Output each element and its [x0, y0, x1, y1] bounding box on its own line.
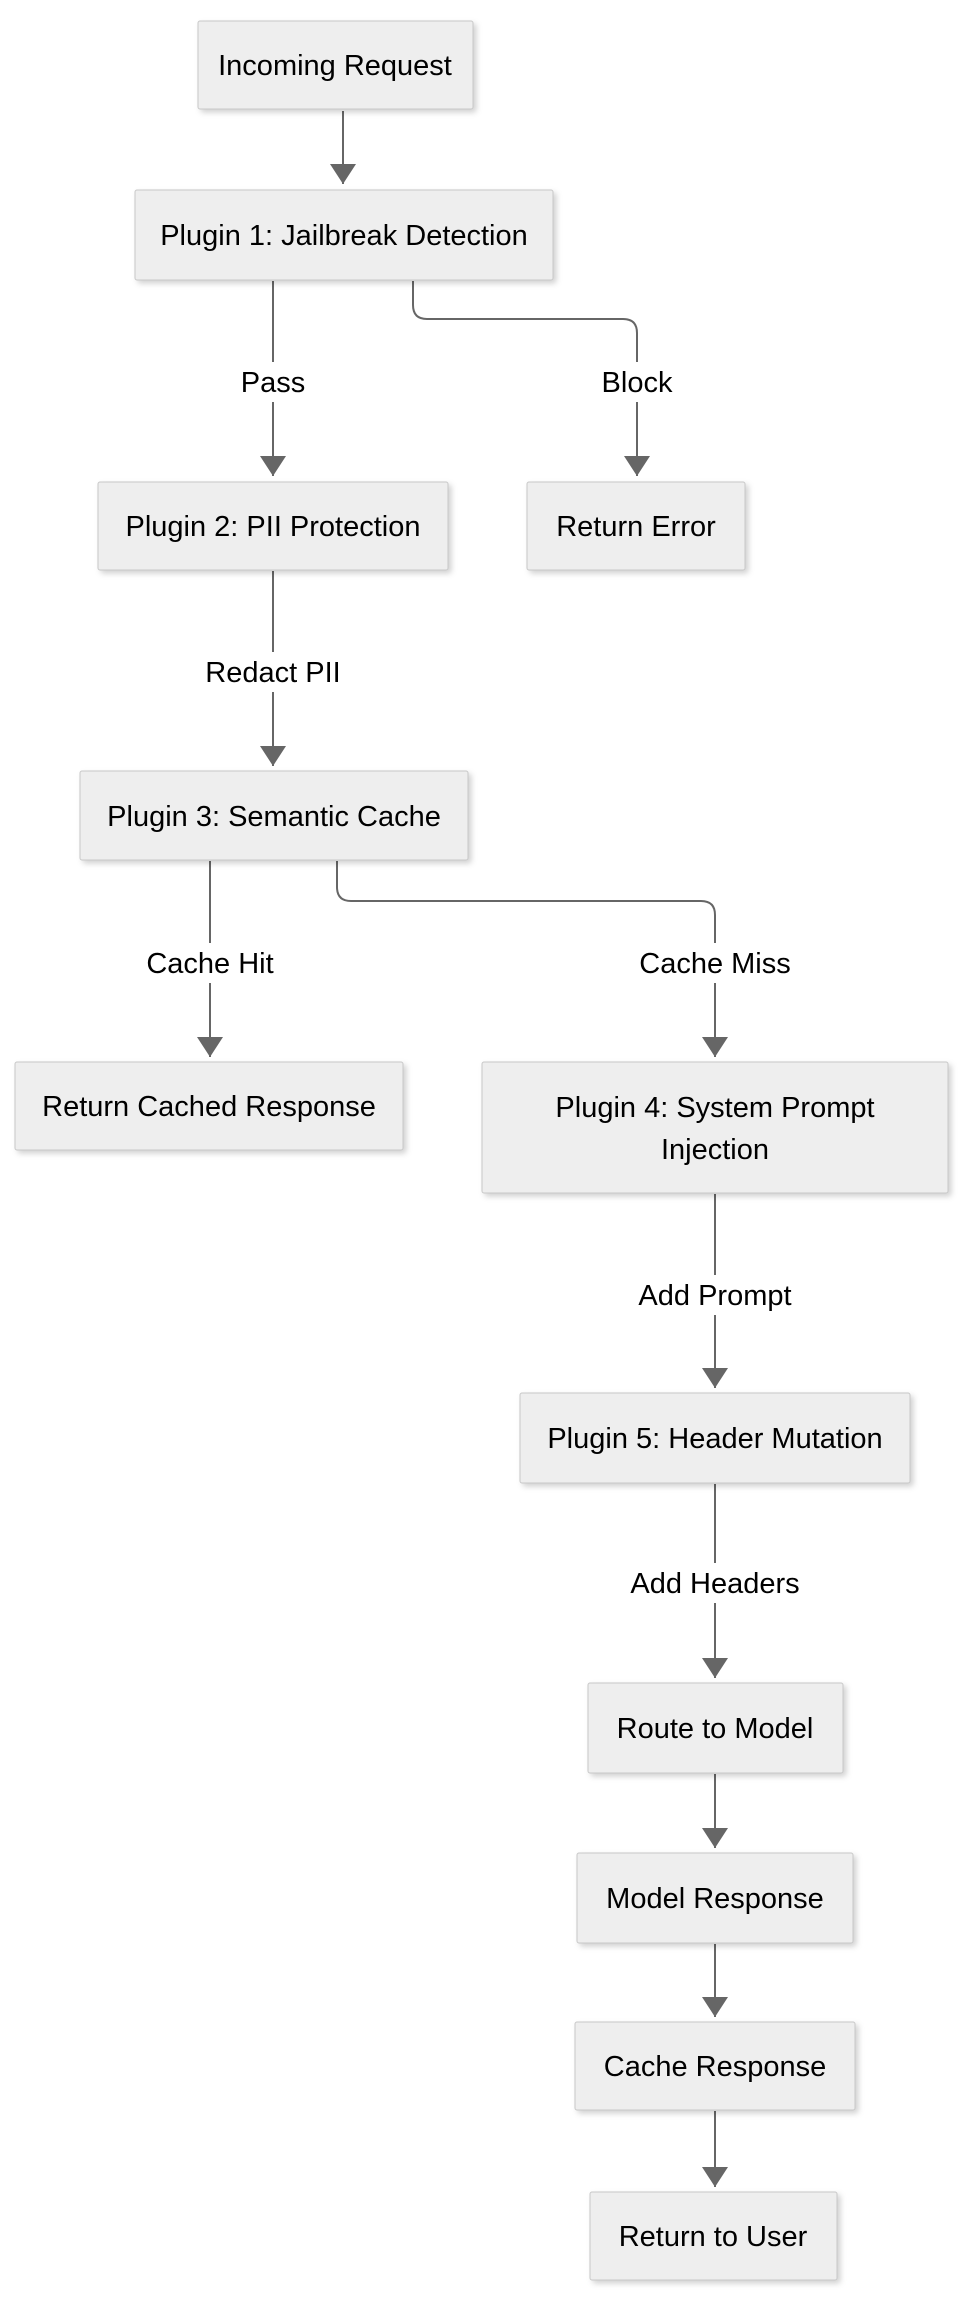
node-plugin4-system-prompt-injection: Plugin 4: System Prompt Injection — [481, 1061, 949, 1194]
node-return-cached-response: Return Cached Response — [14, 1061, 404, 1151]
node-return-to-user-box — [589, 2191, 838, 2281]
node-incoming-request-box — [197, 20, 474, 110]
node-plugin2-label: Plugin 2: PII Protection — [126, 511, 421, 543]
edge-label-cache-miss-bg — [639, 943, 791, 983]
edge-label-cache-miss: Cache Miss — [639, 943, 791, 983]
node-plugin3-semantic-cache: Plugin 3: Semantic Cache — [79, 770, 469, 861]
node-plugin3-label: Plugin 3: Semantic Cache — [107, 801, 441, 833]
edge-plugin1-to-return-error — [412, 281, 650, 476]
edge-label-cache-hit-text: Cache Hit — [146, 948, 273, 980]
edge-label-block: Block — [595, 362, 679, 402]
edge-label-add-headers-bg — [629, 1563, 801, 1603]
edge-label-add-prompt: Add Prompt — [635, 1275, 795, 1315]
edge-label-block-bg — [595, 362, 679, 402]
edge-label-add-headers-text: Add Headers — [630, 1568, 799, 1600]
edge-labels: Pass Block Redact PII Cache Hit Cache Mi… — [142, 362, 801, 1603]
node-plugin2-box — [97, 481, 449, 571]
node-cache-response-label: Cache Response — [604, 2051, 826, 2083]
node-return-error: Return Error — [526, 481, 746, 571]
node-plugin5-header-mutation: Plugin 5: Header Mutation — [519, 1392, 911, 1484]
edge-label-add-headers: Add Headers — [629, 1563, 801, 1603]
node-incoming-request: Incoming Request — [197, 20, 474, 110]
node-model-response-label: Model Response — [606, 1883, 824, 1915]
node-plugin1-jailbreak-detection: Plugin 1: Jailbreak Detection — [134, 189, 554, 281]
node-plugin4-box — [481, 1061, 949, 1194]
node-plugin2-pii-protection: Plugin 2: PII Protection — [97, 481, 449, 571]
node-plugin4-label-line1: Plugin 4: System Prompt — [555, 1092, 874, 1124]
node-cache-response: Cache Response — [574, 2021, 856, 2111]
nodes: Incoming Request Plugin 1: Jailbreak Det… — [14, 20, 949, 2281]
node-cache-response-box — [574, 2021, 856, 2111]
edge-label-redact-pii: Redact PII — [200, 652, 346, 692]
node-plugin5-label: Plugin 5: Header Mutation — [547, 1423, 882, 1455]
edge-label-add-prompt-text: Add Prompt — [638, 1280, 791, 1312]
edge-label-block-text: Block — [602, 367, 673, 399]
node-route-to-model-box — [587, 1682, 844, 1774]
node-route-to-model: Route to Model — [587, 1682, 844, 1774]
edge-label-add-prompt-bg — [635, 1275, 795, 1315]
edge-label-cache-hit-bg — [142, 943, 278, 983]
node-plugin1-label: Plugin 1: Jailbreak Detection — [160, 220, 528, 252]
node-route-to-model-label: Route to Model — [617, 1713, 814, 1745]
edge-plugin3-to-plugin4 — [336, 861, 728, 1057]
node-return-to-user-label: Return to User — [619, 2221, 808, 2253]
node-plugin4-label-line2: Injection — [661, 1134, 769, 1166]
edge-label-redact-pii-bg — [200, 652, 346, 692]
node-incoming-request-label: Incoming Request — [218, 50, 452, 82]
node-return-error-box — [526, 481, 746, 571]
node-return-cached-label: Return Cached Response — [42, 1091, 376, 1123]
node-return-error-label: Return Error — [556, 511, 716, 543]
node-plugin1-box — [134, 189, 554, 281]
edge-label-cache-hit: Cache Hit — [142, 943, 278, 983]
edge-label-redact-pii-text: Redact PII — [205, 657, 340, 689]
node-plugin3-box — [79, 770, 469, 861]
edge-label-pass-text: Pass — [241, 367, 305, 399]
node-return-cached-box — [14, 1061, 404, 1151]
edge-label-pass: Pass — [238, 362, 308, 402]
node-model-response: Model Response — [576, 1852, 854, 1944]
edge-label-pass-bg — [238, 362, 308, 402]
node-plugin5-box — [519, 1392, 911, 1484]
node-return-to-user: Return to User — [589, 2191, 838, 2281]
edge-label-cache-miss-text: Cache Miss — [639, 948, 791, 980]
node-model-response-box — [576, 1852, 854, 1944]
